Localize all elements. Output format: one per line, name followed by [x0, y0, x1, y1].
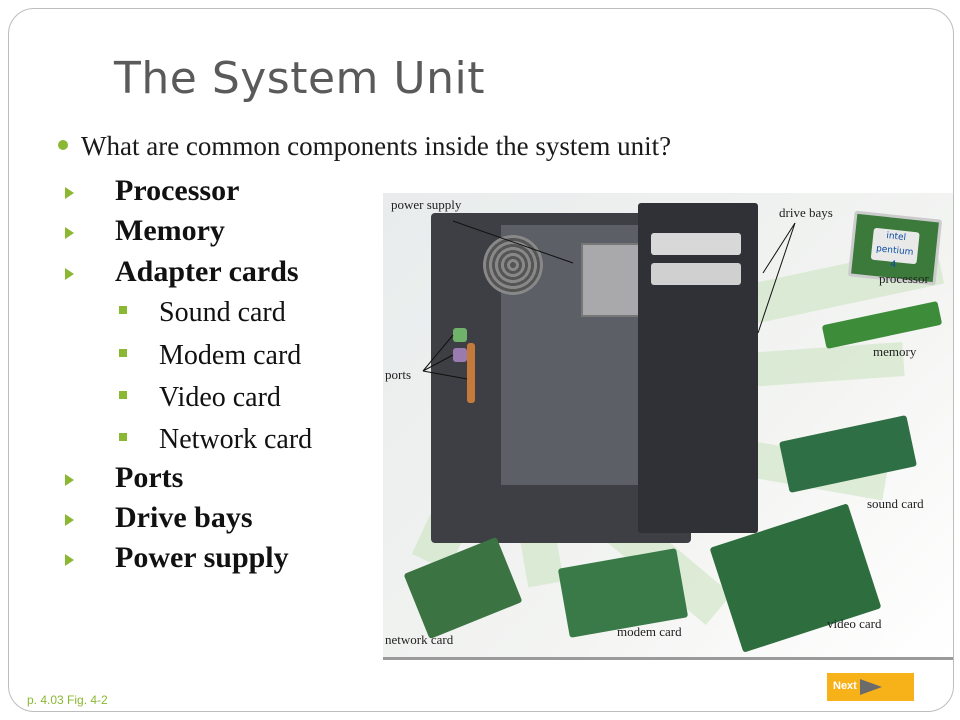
label-network-card: network card	[385, 632, 454, 647]
subbullet-modem-card: Modem card	[159, 340, 302, 371]
leader-line	[757, 222, 796, 334]
square-bullet-icon	[119, 306, 127, 314]
bullet-ports: Ports	[115, 461, 184, 494]
leader-lines	[422, 220, 796, 380]
square-bullet-icon	[119, 433, 127, 441]
arrow-bullet-icon	[65, 227, 74, 239]
label-processor: processor	[879, 271, 929, 286]
label-power-supply: power supply	[391, 197, 462, 212]
leader-line	[762, 222, 796, 274]
port-icon	[453, 328, 467, 342]
drive-bay-slot	[651, 233, 741, 255]
next-arrow-icon	[860, 679, 882, 695]
arrow-bullet-icon	[65, 187, 74, 199]
bullet-dot-icon	[58, 140, 68, 150]
label-sound-card: sound card	[867, 496, 924, 511]
figure-reference: p. 4.03 Fig. 4-2	[27, 693, 108, 707]
square-bullet-icon	[119, 349, 127, 357]
leader-line	[422, 370, 468, 380]
system-unit-figure: intel pentium 4 power supply drive bays …	[383, 193, 953, 660]
label-memory: memory	[873, 344, 917, 359]
bullet-processor: Processor	[115, 174, 240, 207]
label-ports: ports	[385, 367, 411, 382]
square-bullet-icon	[119, 391, 127, 399]
bullet-power-supply: Power supply	[115, 541, 289, 574]
tower-front-panel	[638, 203, 758, 533]
bullet-adapter-cards: Adapter cards	[115, 255, 299, 288]
arrow-bullet-icon	[65, 514, 74, 526]
label-modem-card: modem card	[617, 624, 682, 639]
arrow-bullet-icon	[65, 554, 74, 566]
bullet-drive-bays: Drive bays	[115, 501, 253, 534]
bullet-memory: Memory	[115, 214, 225, 247]
leader-line	[452, 220, 574, 264]
arrow-bullet-icon	[65, 474, 74, 486]
next-button[interactable]: Next	[827, 673, 914, 701]
fan-grille	[483, 235, 543, 295]
next-button-label: Next	[833, 680, 857, 692]
slide-title: The System Unit	[114, 53, 485, 104]
port-icon	[453, 348, 467, 362]
drive-bay-slot	[651, 263, 741, 285]
port-icon	[467, 343, 475, 403]
subbullet-network-card: Network card	[159, 424, 313, 455]
leader-line	[422, 354, 454, 372]
label-drive-bays: drive bays	[779, 205, 833, 220]
subbullet-sound-card: Sound card	[159, 297, 286, 328]
slide: The System Unit What are common componen…	[8, 8, 954, 712]
question-text: What are common components inside the sy…	[81, 131, 672, 161]
leader-line	[422, 334, 454, 372]
subbullet-video-card: Video card	[159, 382, 281, 413]
arrow-bullet-icon	[65, 268, 74, 280]
label-video-card: video card	[827, 616, 882, 631]
